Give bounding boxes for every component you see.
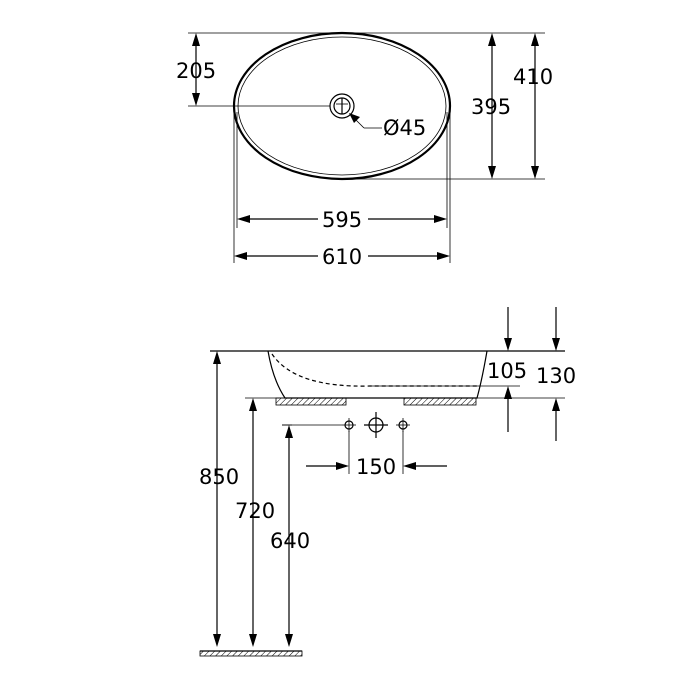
countertop-left	[275, 397, 347, 406]
dimension-640	[282, 424, 293, 647]
dim-label-395: 395	[471, 95, 511, 119]
countertop-right	[403, 397, 477, 406]
dim-label-640: 640	[270, 529, 310, 553]
dim-label-diameter: Ø45	[383, 116, 426, 140]
dimension-130	[552, 307, 560, 441]
floor-line	[199, 650, 303, 657]
dim-label-130: 130	[536, 364, 576, 388]
tap-hole-center-icon	[364, 412, 388, 438]
dim-label-410: 410	[513, 65, 553, 89]
tap-hole-left-icon	[342, 418, 356, 432]
tap-hole-right-icon	[396, 418, 410, 432]
dimension-720	[249, 398, 257, 647]
dimension-410	[531, 33, 539, 179]
dimension-105	[504, 307, 512, 432]
dim-label-610: 610	[322, 245, 362, 269]
dimension-205	[192, 33, 200, 106]
dimension-850	[213, 351, 221, 647]
top-view: 205 395 410 Ø45	[176, 31, 553, 269]
basin-body-outline	[267, 350, 488, 399]
dim-label-720: 720	[235, 499, 275, 523]
dim-label-595: 595	[322, 208, 362, 232]
dimension-395	[488, 33, 496, 179]
dim-label-150: 150	[356, 455, 396, 479]
side-view: 105 130	[199, 307, 576, 657]
drain-icon	[329, 93, 355, 119]
dim-label-205: 205	[176, 59, 216, 83]
diameter-leader	[349, 113, 382, 129]
basin-bowl-dashed	[271, 353, 480, 387]
dim-label-850: 850	[199, 465, 239, 489]
dimension-595	[237, 215, 447, 223]
dim-label-105: 105	[487, 359, 527, 383]
dimension-610	[234, 252, 450, 260]
dimension-150	[306, 462, 447, 470]
